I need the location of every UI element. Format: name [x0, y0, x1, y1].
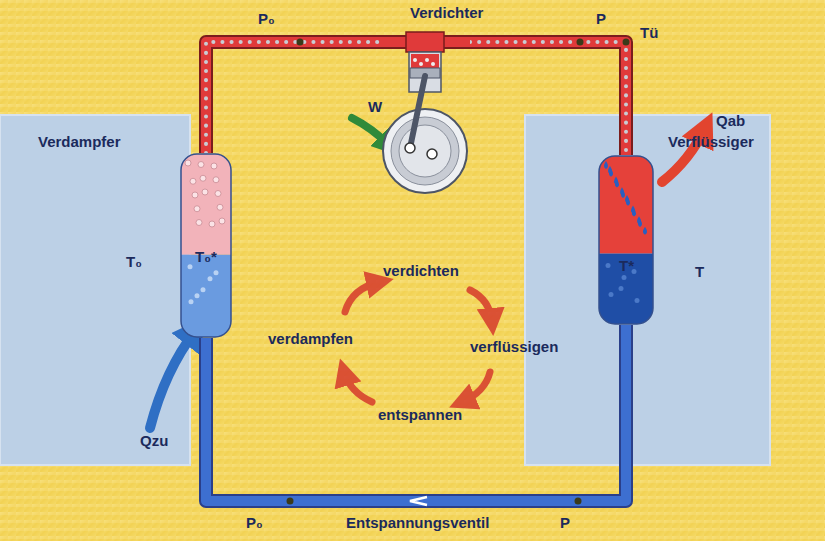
heat-label: Qzu — [140, 432, 168, 450]
pipe — [206, 42, 380, 153]
pressure-label: P₀ — [258, 10, 275, 28]
condenser-vessel: T* — [598, 155, 654, 325]
temperature-label: Tü — [640, 24, 658, 42]
pressure-label: P — [560, 514, 570, 532]
work-label: W — [368, 98, 382, 116]
measure-point — [577, 39, 584, 46]
pipe — [470, 42, 626, 155]
measure-point — [287, 498, 294, 505]
evaporator-panel — [0, 115, 190, 465]
region-heading: Verflüssiger — [668, 133, 754, 151]
node-label: T* — [619, 257, 634, 275]
valve-drawing — [405, 494, 431, 508]
measure-point — [297, 39, 304, 46]
cycle-step: verdampfen — [268, 330, 353, 348]
cycle-step: verdichten — [383, 262, 459, 280]
region-heading: Verdampfer — [38, 133, 121, 151]
condenser-panel — [525, 115, 770, 465]
pressure-label: P — [596, 10, 606, 28]
pipe — [206, 338, 405, 501]
node-label: Entspannungsventil — [346, 514, 489, 532]
pressure-label: P₀ — [246, 514, 263, 532]
node-label: T — [695, 263, 704, 281]
measure-point — [575, 498, 582, 505]
evaporator-region: T₀*VerdampferT₀ — [0, 115, 190, 465]
comp-drawing — [380, 36, 470, 206]
cycle-step: verflüssigen — [470, 338, 558, 356]
node-label: T₀* — [195, 248, 217, 266]
expansion-valve: Entspannungsventil — [405, 494, 431, 508]
heat-in-arrow — [150, 330, 196, 428]
cycle-arrows — [344, 282, 492, 402]
cond-drawing — [598, 155, 654, 325]
evaporator-vessel: T₀* — [180, 153, 232, 338]
measure-point — [623, 39, 630, 46]
compressor: Verdichter — [380, 36, 470, 206]
node-label: Verdichter — [410, 4, 483, 22]
heat-label: Qab — [716, 112, 745, 130]
cycle-step: entspannen — [378, 406, 462, 424]
evap-drawing — [180, 153, 232, 338]
condenser-region: T* VerflüssigerT — [525, 115, 770, 465]
node-label: T₀ — [126, 253, 142, 271]
